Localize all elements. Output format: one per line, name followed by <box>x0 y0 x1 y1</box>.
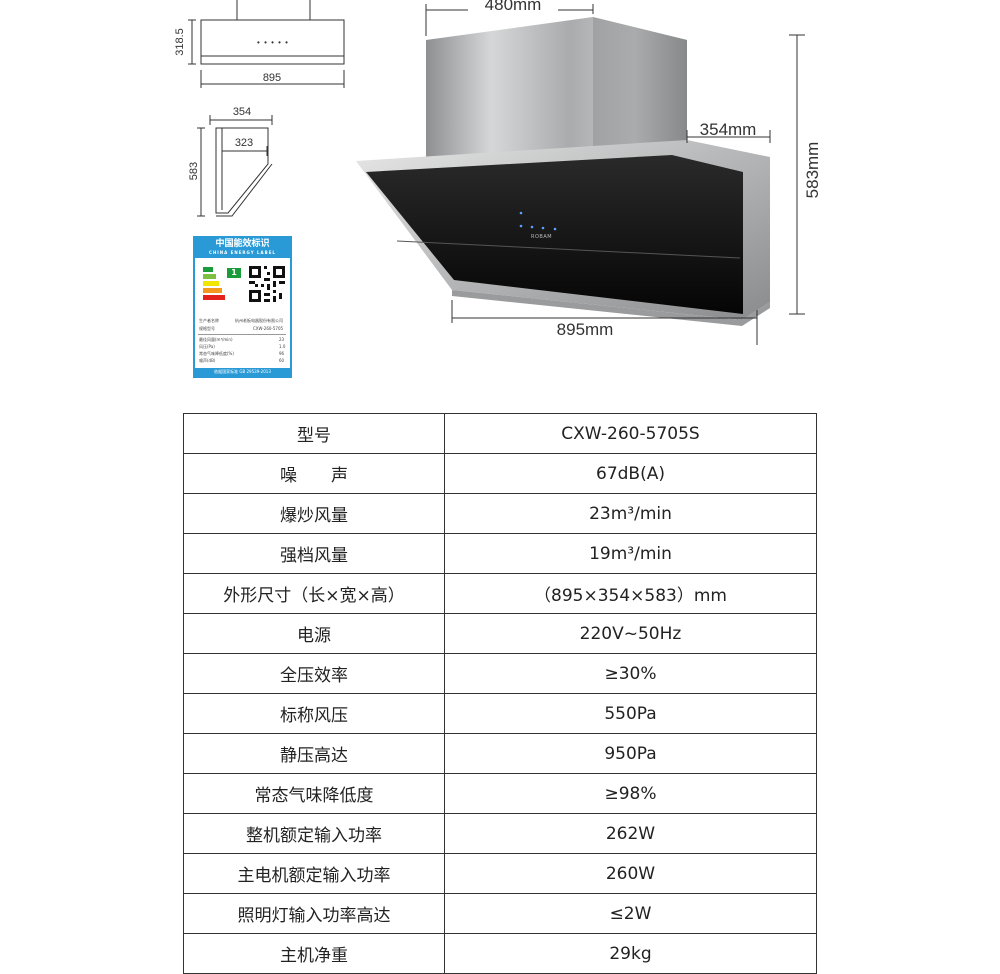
spec-value: （895×354×583）mm <box>444 573 817 614</box>
model-value: CXW-260-5705 <box>253 326 284 331</box>
label-row-4: 噪声(dB) <box>199 358 216 363</box>
model-label: 规格型号 <box>199 326 215 331</box>
spec-name: 外形尺寸（长×宽×高） <box>183 573 445 614</box>
spec-value: 29kg <box>444 933 817 974</box>
spec-value: 19m³/min <box>444 533 817 574</box>
top-width-dimension: 480mm <box>468 0 558 15</box>
table-row: 全压效率≥30% <box>183 653 817 694</box>
spec-value: 67dB(A) <box>444 453 817 494</box>
label-row-1: 最佳风量(m³/min) <box>199 337 233 342</box>
range-hood-render <box>356 17 770 326</box>
table-row: 常态气味降低度≥98% <box>183 773 817 814</box>
grade-bar-1 <box>203 267 213 272</box>
glass-panel <box>366 155 743 314</box>
label-row-2: 风压(Pa) <box>199 344 215 349</box>
spec-name: 型号 <box>183 413 445 454</box>
label-row-4-value: 60 <box>279 358 285 363</box>
energy-label-footer: 依据国家标准 GB 29539-2013 <box>195 368 290 376</box>
spec-name: 主机净重 <box>183 933 445 974</box>
energy-label-subtitle: CHINA ENERGY LABEL <box>209 250 276 255</box>
side-view-inner-depth-label: 323 <box>234 137 254 149</box>
spec-value: 950Pa <box>444 733 817 774</box>
top-view-drawing <box>188 0 345 88</box>
manufacturer-label: 生产者名称 <box>199 318 219 323</box>
depth-dimension: 354mm <box>699 120 757 139</box>
spec-name: 电源 <box>183 613 445 654</box>
grade-bar-5 <box>203 295 225 300</box>
grade-bar-2 <box>203 274 216 279</box>
touch-controls <box>519 211 557 231</box>
label-row-2-value: 1.0 <box>279 344 286 349</box>
top-view-width-label: 895 <box>262 72 282 84</box>
label-row-3-value: 96 <box>279 351 285 356</box>
top-view-height-label: 318.5 <box>174 28 186 56</box>
energy-label-header: 中国能效标识 CHINA ENERGY LABEL <box>195 238 290 258</box>
qr-code-icon <box>249 266 285 302</box>
energy-label-title: 中国能效标识 <box>215 239 270 249</box>
table-row: 照明灯输入功率高达≤2W <box>183 893 817 934</box>
spec-name: 常态气味降低度 <box>183 773 445 814</box>
spec-name: 照明灯输入功率高达 <box>183 893 445 934</box>
side-view-drawing <box>197 115 273 217</box>
side-view-depth-label: 354 <box>232 106 252 118</box>
spec-value: 550Pa <box>444 693 817 734</box>
spec-name: 整机额定输入功率 <box>183 813 445 854</box>
spec-value: CXW-260-5705S <box>444 413 817 454</box>
spec-name: 噪 声 <box>183 453 445 494</box>
width-dimension: 895mm <box>556 320 614 339</box>
spec-name: 全压效率 <box>183 653 445 694</box>
manufacturer-value: 杭州老板电器股份有限公司 <box>235 318 283 323</box>
spec-value: 260W <box>444 853 817 894</box>
spec-value: ≥30% <box>444 653 817 694</box>
product-dimension-drawing <box>188 0 805 345</box>
spec-name: 标称风压 <box>183 693 445 734</box>
label-row-1-value: 23 <box>279 337 285 342</box>
energy-efficiency-label: 中国能效标识 CHINA ENERGY LABEL 1 生产者名称 杭州老板电器… <box>193 236 292 378</box>
energy-grade-badge: 1 <box>227 268 241 278</box>
brand-logo: ROBAM <box>531 234 553 240</box>
top-view-buttons: • • • • • <box>257 38 289 47</box>
height-dimension: 583mm <box>803 141 822 199</box>
product-dimension-lines <box>425 4 805 345</box>
grade-bar-4 <box>203 288 222 293</box>
spec-value: ≥98% <box>444 773 817 814</box>
spec-value: 262W <box>444 813 817 854</box>
spec-value: 23m³/min <box>444 493 817 534</box>
spec-value: ≤2W <box>444 893 817 934</box>
table-row: 外形尺寸（长×宽×高）（895×354×583）mm <box>183 573 817 614</box>
side-view-height-label: 583 <box>188 161 200 181</box>
grade-bar-3 <box>203 281 219 286</box>
spec-value: 220V~50Hz <box>444 613 817 654</box>
spec-name: 爆炒风量 <box>183 493 445 534</box>
label-row-3: 常态气味降低度(%) <box>199 351 234 356</box>
spec-name: 强档风量 <box>183 533 445 574</box>
spec-name: 主电机额定输入功率 <box>183 853 445 894</box>
spec-name: 静压高达 <box>183 733 445 774</box>
